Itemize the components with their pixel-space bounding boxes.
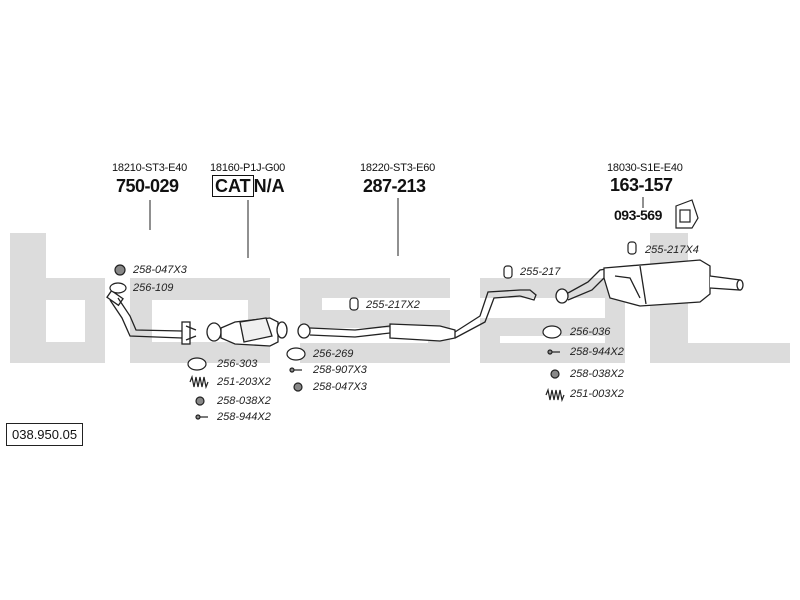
- spring-icon: [189, 374, 209, 390]
- oem-label: 18210-ST3-E40: [112, 162, 188, 174]
- part-label: 256-109: [133, 282, 174, 294]
- mount-part-number: 093-569: [614, 207, 662, 223]
- part-label: 258-038X2: [570, 368, 624, 380]
- catalytic-converter: [206, 317, 288, 347]
- clamp-icon: [114, 264, 126, 276]
- part-label: 256-269: [313, 348, 354, 360]
- part-label: 255-217: [520, 266, 561, 278]
- hanger-icon: [349, 297, 359, 311]
- part-label: 258-047X3: [313, 381, 367, 393]
- part-label: 256-303: [217, 358, 258, 370]
- hanger-icon: [627, 241, 637, 255]
- oem-label: 18220-ST3-E60: [360, 162, 436, 174]
- gasket-icon: [109, 282, 127, 294]
- part-label: 255-217X4: [645, 244, 699, 256]
- rear-silencer: [555, 259, 744, 307]
- part-number: 750-029: [116, 176, 179, 196]
- part-label: 251-003X2: [570, 388, 624, 400]
- diagram-reference-number: 038.950.05: [6, 423, 84, 446]
- middle-pipe-with-silencer: [297, 289, 537, 342]
- cat-box: CAT: [212, 175, 254, 197]
- part-number: 163-157: [610, 175, 673, 195]
- part-label: 258-944X2: [570, 346, 624, 358]
- part-label: 258-047X3: [133, 264, 187, 276]
- bolt-icon: [547, 349, 560, 355]
- bolt-icon: [289, 367, 302, 373]
- gasket-icon: [542, 325, 562, 339]
- oem-label: 18030-S1E-E40: [607, 162, 683, 174]
- part-label: 251-203X2: [217, 376, 271, 388]
- gasket-icon: [187, 357, 207, 371]
- part-label: 258-907X3: [313, 364, 367, 376]
- part-label: 258-038X2: [217, 395, 271, 407]
- part-label: 258-944X2: [217, 411, 271, 423]
- mounting-bracket: [675, 199, 699, 229]
- part-label: 255-217X2: [366, 299, 420, 311]
- bolt-icon: [195, 414, 208, 420]
- spring-icon: [545, 387, 565, 403]
- nut-icon: [550, 369, 560, 379]
- nut-icon: [293, 382, 303, 392]
- part-number: 287-213: [363, 176, 426, 196]
- gasket-icon: [286, 347, 306, 361]
- cat-value: N/A: [253, 176, 285, 196]
- hanger-icon: [503, 265, 513, 279]
- hardware-icons: [109, 241, 637, 420]
- oem-label: 18160-P1J-G00: [210, 162, 286, 174]
- nut-icon: [195, 396, 205, 406]
- part-label: 256-036: [570, 326, 611, 338]
- front-pipe: [106, 289, 197, 345]
